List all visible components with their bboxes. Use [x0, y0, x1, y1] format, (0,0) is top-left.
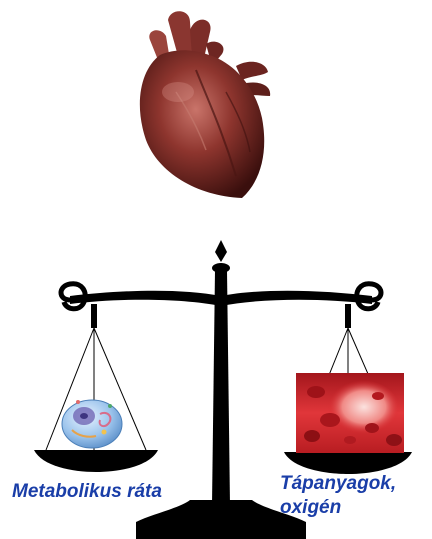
nutrients-label-line2: oxigén	[280, 496, 396, 520]
heart-icon	[140, 11, 270, 198]
metabolic-rate-label: Metabolikus ráta	[12, 480, 162, 504]
blood-vessel-icon	[296, 373, 404, 453]
cell-icon	[62, 400, 122, 448]
nutrients-label-line1: Tápanyagok,	[280, 472, 396, 496]
nutrients-oxygen-label: Tápanyagok, oxigén	[280, 472, 396, 520]
